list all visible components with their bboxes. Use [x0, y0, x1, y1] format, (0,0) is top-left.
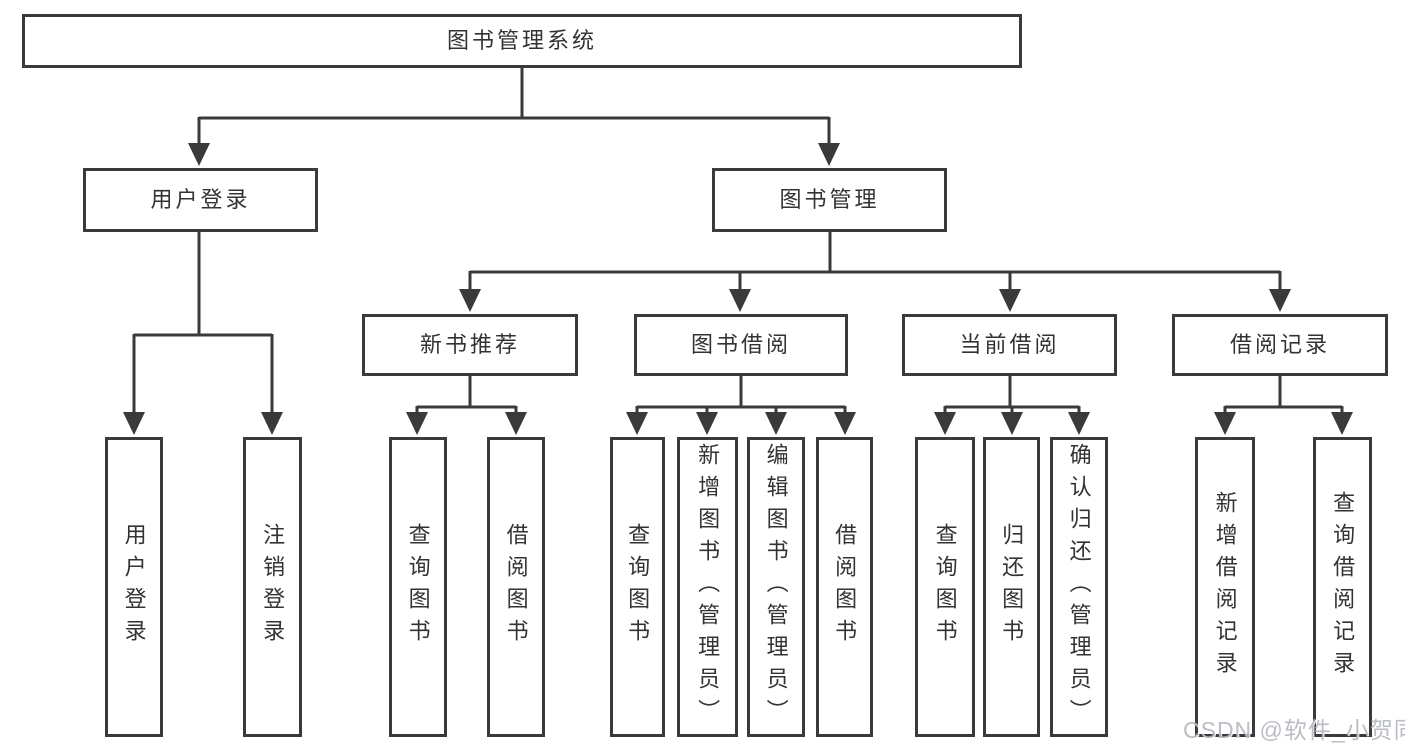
node-user-login: 用户登录	[83, 168, 318, 232]
leaf-add-book-admin-label: 新增图书（管理员）	[695, 443, 721, 731]
leaf-confirm-return-admin-label: 确认归还（管理员）	[1066, 443, 1092, 731]
node-book-borrow-label: 图书借阅	[690, 332, 791, 357]
leaf-edit-book-admin-label: 编辑图书（管理员）	[763, 443, 789, 731]
node-borrow-record-label: 借阅记录	[1229, 332, 1330, 357]
leaf-logout-label: 注销登录	[260, 523, 286, 651]
node-current-borrow-label: 当前借阅	[959, 332, 1060, 357]
leaf-query-book-1: 查询图书	[389, 437, 447, 737]
node-book-management: 图书管理	[712, 168, 947, 232]
leaf-logout: 注销登录	[243, 437, 302, 737]
leaf-user-login-label: 用户登录	[121, 523, 147, 651]
node-book-management-label: 图书管理	[779, 187, 880, 212]
node-root: 图书管理系统	[22, 14, 1022, 68]
leaf-return-book-label: 归还图书	[999, 523, 1025, 651]
leaf-add-book-admin: 新增图书（管理员）	[677, 437, 738, 737]
leaf-query-borrow-record-label: 查询借阅记录	[1330, 491, 1356, 683]
leaf-add-borrow-record-label: 新增借阅记录	[1212, 491, 1238, 683]
node-borrow-record: 借阅记录	[1172, 314, 1388, 376]
leaf-query-borrow-record: 查询借阅记录	[1313, 437, 1372, 737]
leaf-borrow-book-2: 借阅图书	[816, 437, 873, 737]
node-new-book-recommend-label: 新书推荐	[419, 332, 520, 357]
leaf-add-borrow-record: 新增借阅记录	[1195, 437, 1255, 737]
leaf-user-login: 用户登录	[105, 437, 163, 737]
node-new-book-recommend: 新书推荐	[362, 314, 578, 376]
leaf-query-book-1-label: 查询图书	[405, 523, 431, 651]
leaf-query-book-3-label: 查询图书	[932, 523, 958, 651]
leaf-borrow-book-1: 借阅图书	[487, 437, 545, 737]
leaf-borrow-book-2-label: 借阅图书	[832, 523, 858, 651]
leaf-return-book: 归还图书	[983, 437, 1040, 737]
leaf-confirm-return-admin: 确认归还（管理员）	[1050, 437, 1108, 737]
leaf-borrow-book-1-label: 借阅图书	[503, 523, 529, 651]
leaf-edit-book-admin: 编辑图书（管理员）	[747, 437, 805, 737]
node-user-login-label: 用户登录	[150, 187, 251, 212]
node-current-borrow: 当前借阅	[902, 314, 1117, 376]
node-root-label: 图书管理系统	[446, 28, 597, 53]
leaf-query-book-2: 查询图书	[610, 437, 665, 737]
node-book-borrow: 图书借阅	[634, 314, 848, 376]
leaf-query-book-2-label: 查询图书	[625, 523, 651, 651]
csdn-watermark: CSDN @软件_小贺同学	[1183, 717, 1405, 743]
leaf-query-book-3: 查询图书	[915, 437, 975, 737]
